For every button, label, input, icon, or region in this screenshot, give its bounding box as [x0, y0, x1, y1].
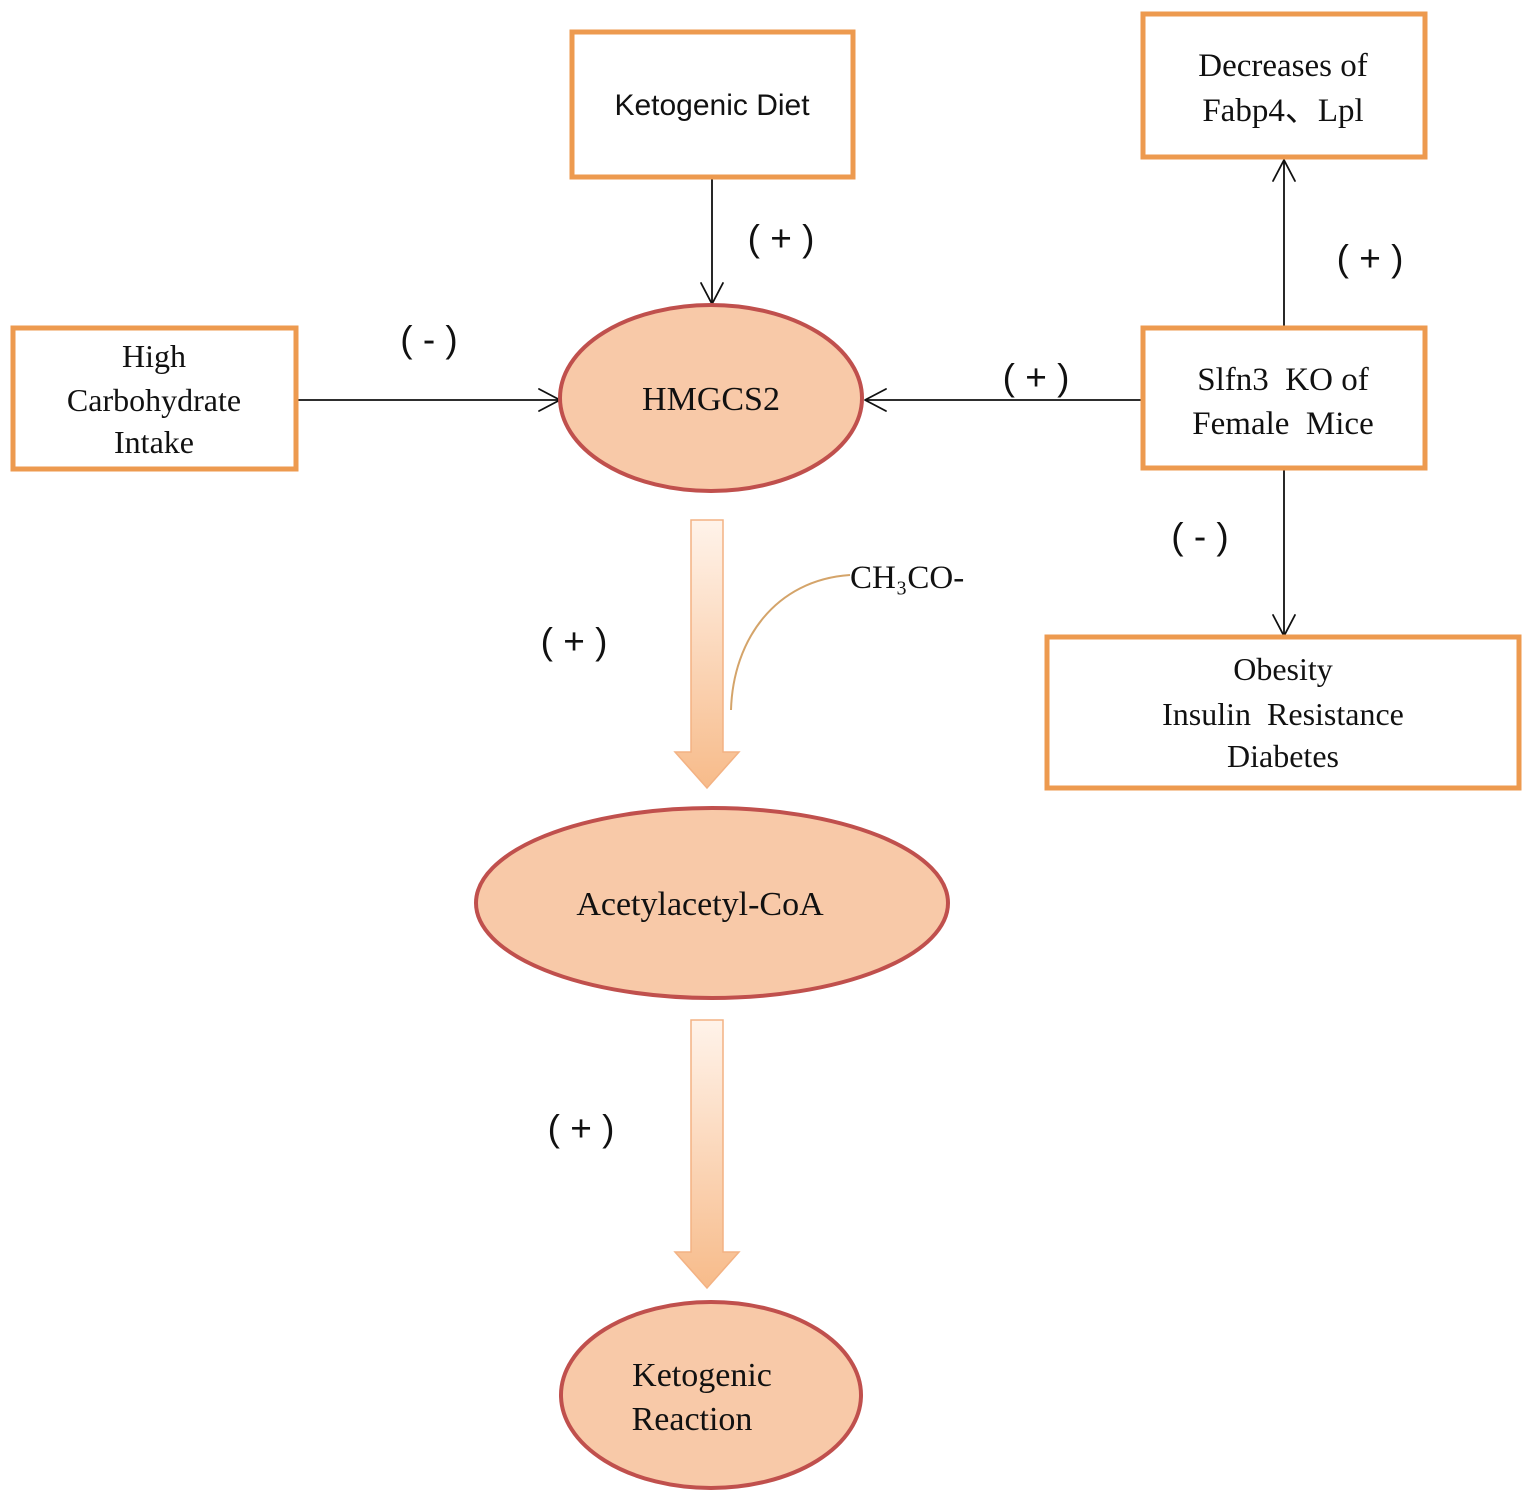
- node-label-line-2: Carbohydrate: [67, 382, 241, 418]
- node-label-line-2: Fabp4、Lpl: [1202, 93, 1363, 129]
- node-label: Acetylacetyl-CoA: [576, 886, 824, 923]
- edge-signs: ( + ) ( - ) ( + ) ( + ) ( - ) ( + ) ( + …: [400, 218, 1403, 1149]
- arrowhead-icon: [864, 388, 887, 412]
- node-hmgcs2: HMGCS2: [558, 303, 864, 493]
- node-label-line-3: Diabetes: [1227, 738, 1339, 774]
- node-label-line-1: Decreases of: [1198, 48, 1367, 84]
- node-label-line-1: High: [122, 338, 186, 374]
- block-arrow-acetyl-to-reaction: [673, 1019, 741, 1290]
- connector-lines: [297, 159, 1296, 637]
- node-label-line-2: Reaction: [632, 1401, 753, 1438]
- annotation-curve: [730, 574, 851, 711]
- sign-slfn3-to-decreases: ( + ): [1337, 238, 1404, 279]
- node-label-line-1: Ketogenic: [632, 1357, 772, 1394]
- sign-acetyl-to-reaction: ( + ): [548, 1108, 615, 1149]
- block-arrow-hmgcs2-to-acetyl: [673, 519, 741, 790]
- node-label-line-2: Insulin Resistance: [1162, 696, 1404, 732]
- arrowhead-icon: [1272, 159, 1296, 182]
- node-label-line-1: Obesity: [1233, 651, 1333, 687]
- sign-hmgcs2-to-acetyl: ( + ): [541, 621, 608, 662]
- sign-slfn3-to-obesity: ( - ): [1171, 516, 1229, 557]
- node-label: Ketogenic Diet: [614, 89, 810, 122]
- node-decreases-fabp4-lpl: Decreases of Fabp4、Lpl: [1140, 11, 1428, 160]
- node-label: HMGCS2: [642, 381, 780, 418]
- node-label-line-2: Female Mice: [1192, 406, 1373, 442]
- sign-slfn3-to-hmgcs2: ( + ): [1003, 357, 1070, 398]
- sign-diet-to-hmgcs2: ( + ): [748, 218, 815, 259]
- annotation-ch3co: CH₃CO-: [850, 560, 964, 596]
- node-label-line-1: Slfn3 KO of: [1197, 362, 1368, 398]
- sign-carb-to-hmgcs2: ( - ): [400, 319, 458, 360]
- node-acetylacetyl-coa: Acetylacetyl-CoA: [474, 806, 950, 1000]
- node-slfn3-ko: Slfn3 KO of Female Mice: [1140, 325, 1428, 471]
- node-ketogenic-reaction: Ketogenic Reaction: [559, 1300, 863, 1490]
- node-ketogenic-diet: Ketogenic Diet: [569, 29, 856, 180]
- node-label-line-3: Intake: [114, 424, 194, 460]
- node-high-carbohydrate-intake: High Carbohydrate Intake: [10, 325, 299, 472]
- node-obesity: Obesity Insulin Resistance Diabetes: [1044, 634, 1522, 791]
